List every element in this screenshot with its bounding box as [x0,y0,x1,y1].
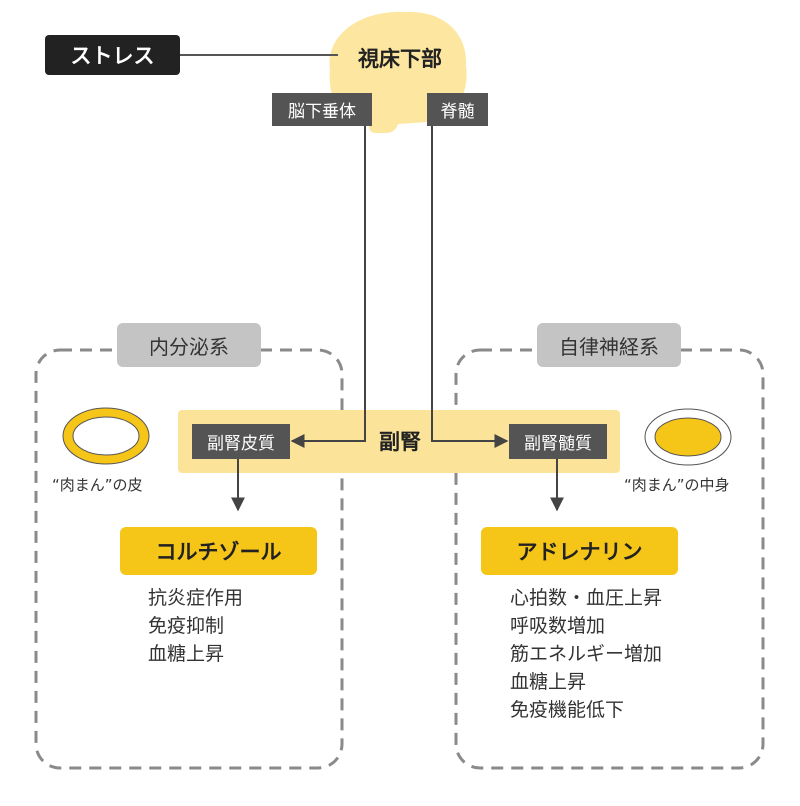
adrenal-medulla-tag: 副腎髄質 [509,424,607,459]
stress-label: ストレス [45,35,180,75]
cortisol-effects: 抗炎症作用 免疫抑制 血糖上昇 [148,584,243,668]
effect-item: 抗炎症作用 [148,587,244,609]
pituitary-to-cortex-arrow [290,126,366,448]
endocrine-system-title: 内分泌系 [117,323,261,367]
effect-item: 血糖上昇 [510,671,587,693]
effect-item: 筋エネルギー増加 [510,643,663,665]
effect-item: 呼吸数増加 [510,615,606,637]
effect-item: 免疫機能低下 [510,699,625,721]
spinal-to-medulla-arrow [431,126,509,448]
adrenaline-effects: 心拍数・血圧上昇 呼吸数増加 筋エネルギー増加 血糖上昇 免疫機能低下 [510,584,662,724]
bun-skin-inner [72,416,140,456]
adrenal-label: 副腎 [379,430,421,454]
effect-item: 血糖上昇 [148,643,225,665]
bun-filling-inner [654,417,722,457]
spinal-cord-tag: 脊髄 [427,93,488,126]
adrenaline-label: アドレナリン [481,527,678,575]
autonomic-system-title: 自律神経系 [537,323,681,367]
effect-item: 免疫抑制 [148,615,225,637]
bun-skin-caption: “肉まん”の皮 [52,476,143,494]
adrenal-cortex-tag: 副腎皮質 [192,424,290,459]
effect-item: 心拍数・血圧上昇 [510,587,663,609]
bun-filling-caption: “肉まん”の中身 [624,476,730,494]
pituitary-tag: 脳下垂体 [272,93,372,126]
hypothalamus-label: 視床下部 [358,47,442,71]
cortisol-label: コルチゾール [120,527,317,575]
